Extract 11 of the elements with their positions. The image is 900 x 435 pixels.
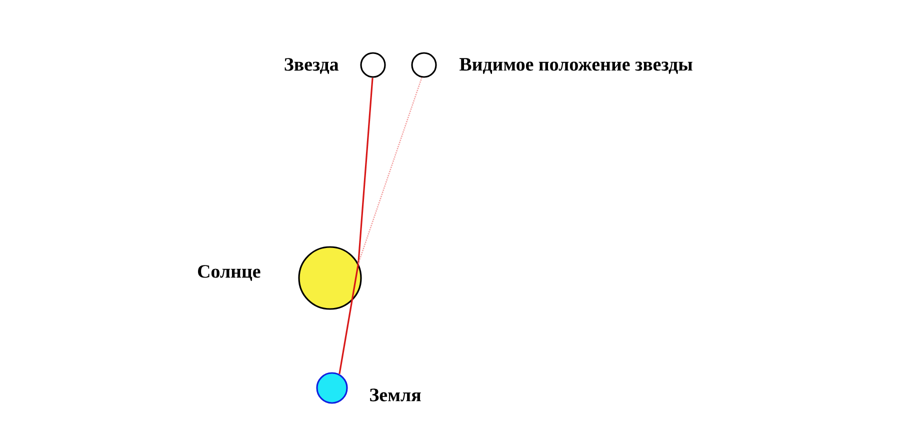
sun-circle bbox=[298, 246, 362, 310]
light-ray bbox=[338, 263, 360, 374]
body-label: Солнце bbox=[198, 265, 260, 281]
earth-circle bbox=[316, 372, 348, 404]
body-label: Земля bbox=[370, 388, 421, 402]
body-label: Звезда bbox=[284, 58, 339, 74]
star-circle bbox=[360, 52, 386, 78]
star-circle bbox=[411, 52, 437, 78]
body-label: Видимое положение звезды bbox=[460, 58, 692, 74]
light-ray bbox=[358, 77, 422, 264]
light-ray bbox=[358, 78, 374, 264]
